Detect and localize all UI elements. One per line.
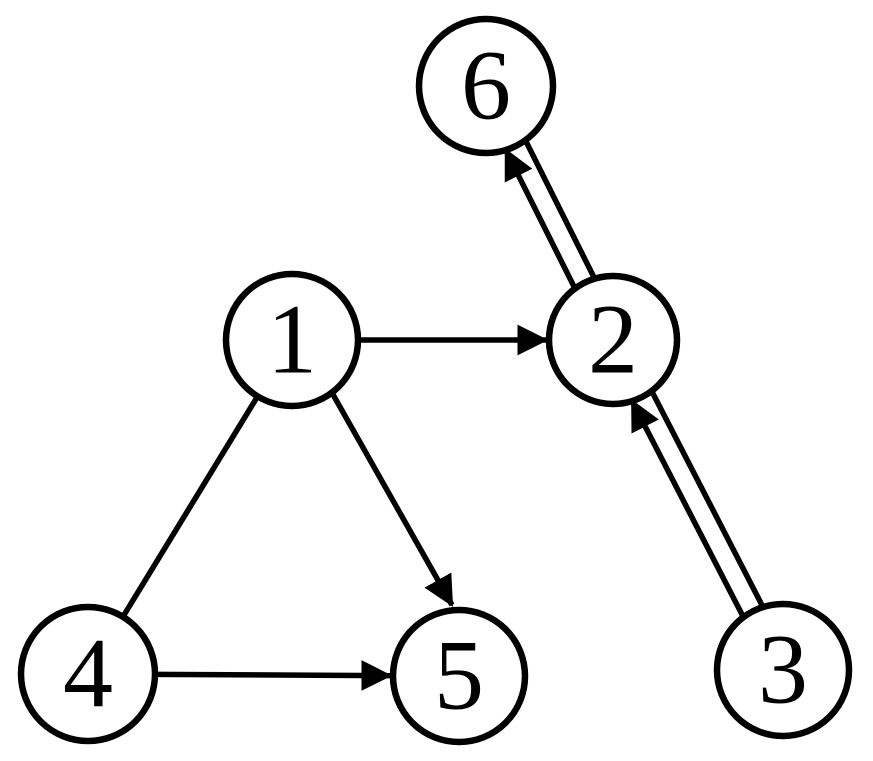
node-5-circle — [389, 606, 529, 746]
node-1-circle — [222, 270, 362, 410]
node-6-label: 6 — [461, 30, 511, 141]
node-3-circle — [713, 600, 853, 740]
node-2-circle — [545, 272, 681, 408]
node-4-label: 4 — [63, 618, 113, 729]
node-6-circle — [415, 15, 557, 157]
node-4-circle — [17, 603, 159, 745]
node-2-label: 2 — [588, 284, 638, 395]
node-3-label: 3 — [758, 614, 808, 725]
node-layer: 1 2 3 4 5 6 — [17, 15, 853, 746]
node-5-label: 5 — [434, 620, 484, 731]
node-1-label: 1 — [267, 284, 317, 395]
